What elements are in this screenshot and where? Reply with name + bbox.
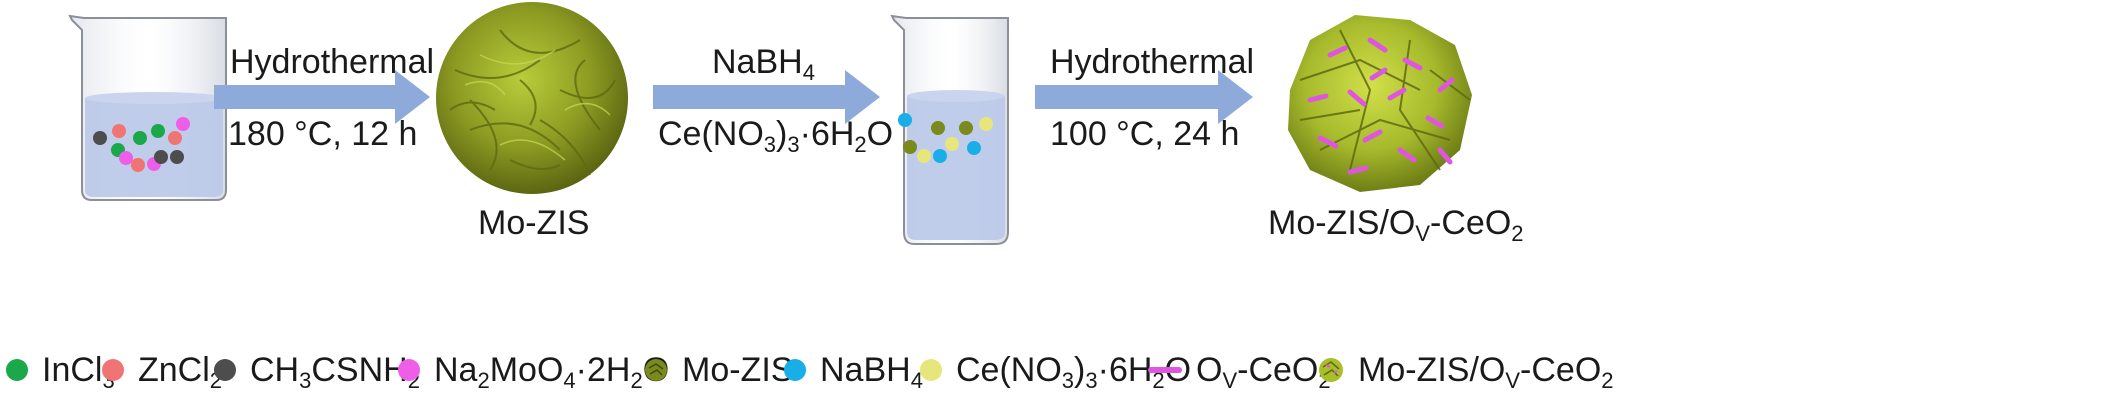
legend-item-ce-nitrate: Ce(NO3)3·6H2O bbox=[920, 345, 1191, 395]
salmon-dot-icon bbox=[102, 359, 124, 381]
arrow-3 bbox=[1035, 70, 1253, 124]
arrow-2 bbox=[653, 70, 880, 124]
scheme-graphics bbox=[68, 2, 1472, 245]
legend-item-ch3csnh2: CH3CSNH2 bbox=[214, 345, 420, 395]
beaker-1 bbox=[68, 14, 227, 201]
step-3-top-label: Hydrothermal bbox=[1050, 43, 1255, 81]
beaker-2-particles bbox=[898, 113, 993, 163]
step-3-bottom-label: 100 °C, 24 h bbox=[1050, 115, 1240, 153]
product-final-label: Mo-ZIS/OV-CeO2 bbox=[1268, 204, 1524, 246]
beaker-1-particles bbox=[93, 117, 190, 172]
step-2-bottom-label: Ce(NO3)3·6H2O bbox=[658, 115, 894, 157]
legend-item-zncl2: ZnCl2 bbox=[102, 345, 222, 395]
ceo2-rods bbox=[1307, 37, 1455, 175]
green-dot-icon bbox=[6, 359, 28, 381]
mo-zis-ceo2-sphere bbox=[1288, 15, 1472, 192]
step-2-top-label: NaBH4 bbox=[712, 43, 815, 85]
beaker-2 bbox=[890, 14, 1009, 245]
legend: InCl3 ZnCl2 CH3CSNH2 Na2MoO4·2H2O Mo-ZIS… bbox=[0, 345, 2128, 395]
step-1-bottom-label: 180 °C, 12 h bbox=[228, 115, 418, 153]
rod-icon bbox=[1148, 367, 1182, 373]
step-1-top-label: Hydrothermal bbox=[230, 43, 435, 81]
legend-item-mo-zis: Mo-ZIS bbox=[644, 345, 793, 395]
legend-item-ov-ceo2: OV-CeO2 bbox=[1148, 345, 1331, 395]
mo-zis-sphere-icon bbox=[645, 359, 667, 381]
magenta-dot-icon bbox=[398, 359, 420, 381]
mo-zis-sphere bbox=[436, 2, 628, 194]
yellow-dot-icon bbox=[920, 359, 942, 381]
arrow-1 bbox=[214, 70, 430, 124]
blue-dot-icon bbox=[784, 359, 806, 381]
product-mo-zis-label: Mo-ZIS bbox=[478, 204, 590, 242]
legend-item-na2moo4: Na2MoO4·2H2O bbox=[398, 345, 669, 395]
gray-dot-icon bbox=[214, 359, 236, 381]
mo-zis-ceo2-sphere-icon bbox=[1319, 358, 1343, 382]
legend-item-incl3: InCl3 bbox=[6, 345, 115, 395]
legend-item-mo-zis-ceo2: Mo-ZIS/OV-CeO2 bbox=[1318, 345, 1614, 395]
legend-item-nabh4: NaBH4 bbox=[784, 345, 923, 395]
